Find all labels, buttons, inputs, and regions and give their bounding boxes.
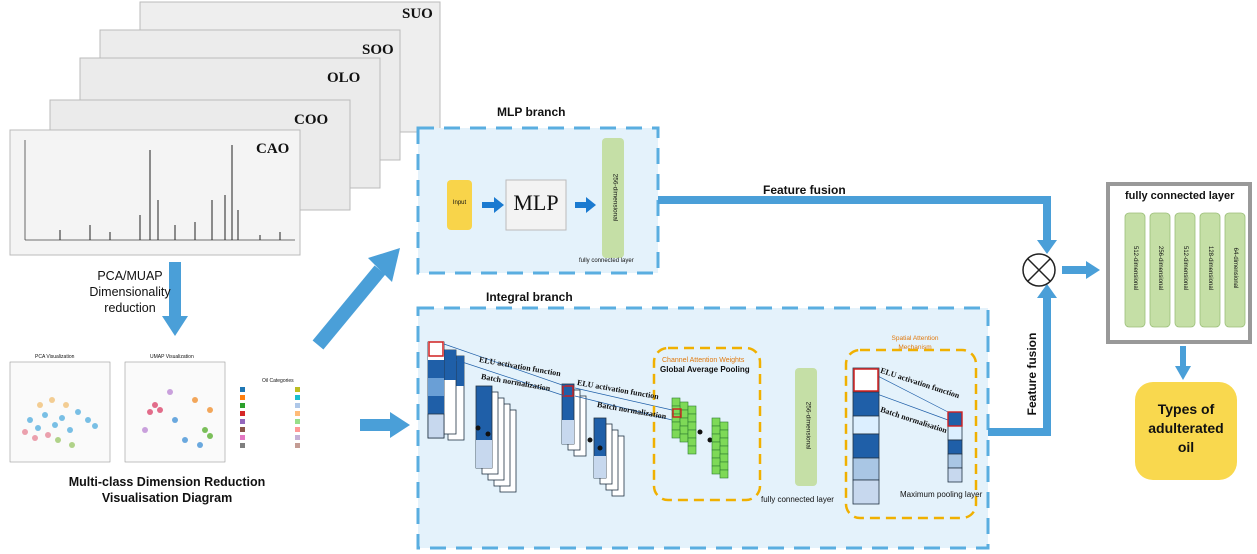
mlp-input-box — [447, 180, 472, 230]
oil-category-legend-swatches — [240, 387, 300, 448]
mlp-dim-label: 256-dimensional — [611, 173, 619, 222]
umap-scatter-plot — [124, 361, 226, 463]
umap-plot-title: UMAP Visualization — [150, 354, 194, 360]
integral-fc-bar — [795, 368, 817, 486]
legend-title: Oil Categories — [262, 378, 294, 384]
output-box — [1135, 382, 1237, 480]
spatial-attention-box — [844, 348, 978, 520]
mlp-fc-label: fully connected layer — [579, 258, 634, 264]
spectrum-label-cao: CAO — [256, 141, 290, 157]
green-grid-1 — [671, 397, 697, 455]
conv-stack-3 — [561, 383, 625, 497]
mlp-input-label: Input — [452, 200, 467, 206]
dim-reduction-method-label: PCA/MUAP Dimensionality reduction — [89, 269, 171, 315]
spectrum-label-suo: SUO — [402, 6, 433, 22]
spectrum-card-cao — [9, 129, 301, 256]
spectrum-label-olo: OLO — [327, 70, 361, 86]
channel-attention-label: Channel Attention Weights — [662, 357, 745, 364]
fc-layer-2-label: 512-dimensional — [1182, 245, 1188, 291]
green-grid-2 — [711, 417, 729, 479]
feature-fusion-side-label: Feature fusion — [1025, 332, 1039, 416]
mlp-branch-title: MLP branch — [497, 105, 566, 119]
fc-layer-0-label: 512-dimensional — [1132, 245, 1138, 291]
mlp-fc-bar — [602, 138, 624, 258]
global-average-pooling-label: Global Average Pooling — [660, 365, 750, 374]
integral-branch-title: Integral branch — [486, 290, 573, 304]
maxpool-label: Maximum pooling layer — [900, 490, 983, 499]
spectrum-label-soo: SOO — [362, 42, 394, 58]
fc-block-bars — [1124, 212, 1246, 328]
integral-dim-label: 256-dimensional — [804, 401, 812, 450]
channel-attention-box — [652, 346, 762, 502]
fc-block-title: fully connected layer — [1125, 190, 1235, 202]
spatial-attention-label: Spatial Attention Mechanism — [891, 335, 939, 351]
output-label: Types of adulterated oil — [1148, 401, 1224, 455]
fc-layer-1-label: 256-dimensional — [1157, 245, 1163, 291]
dim-reduction-caption: Multi-class Dimension Reduction Visualis… — [68, 475, 266, 505]
feature-fusion-top-label: Feature fusion — [763, 183, 846, 197]
mlp-block — [505, 179, 567, 231]
integral-fc-label: fully connected layer — [761, 495, 834, 504]
pca-scatter-plot — [9, 361, 111, 463]
pca-plot-title: PCA Visualization — [35, 354, 75, 360]
spatial-stack-small — [947, 411, 963, 483]
fc-layer-4-label: 64-dimensional — [1232, 247, 1238, 289]
spectrum-label-coo: COO — [294, 112, 329, 128]
fc-layer-3-label: 128-dimensional — [1207, 245, 1213, 291]
conv-stack-1 — [427, 341, 465, 441]
mlp-block-label: MLP — [513, 190, 559, 215]
spatial-stack-big — [852, 367, 880, 505]
